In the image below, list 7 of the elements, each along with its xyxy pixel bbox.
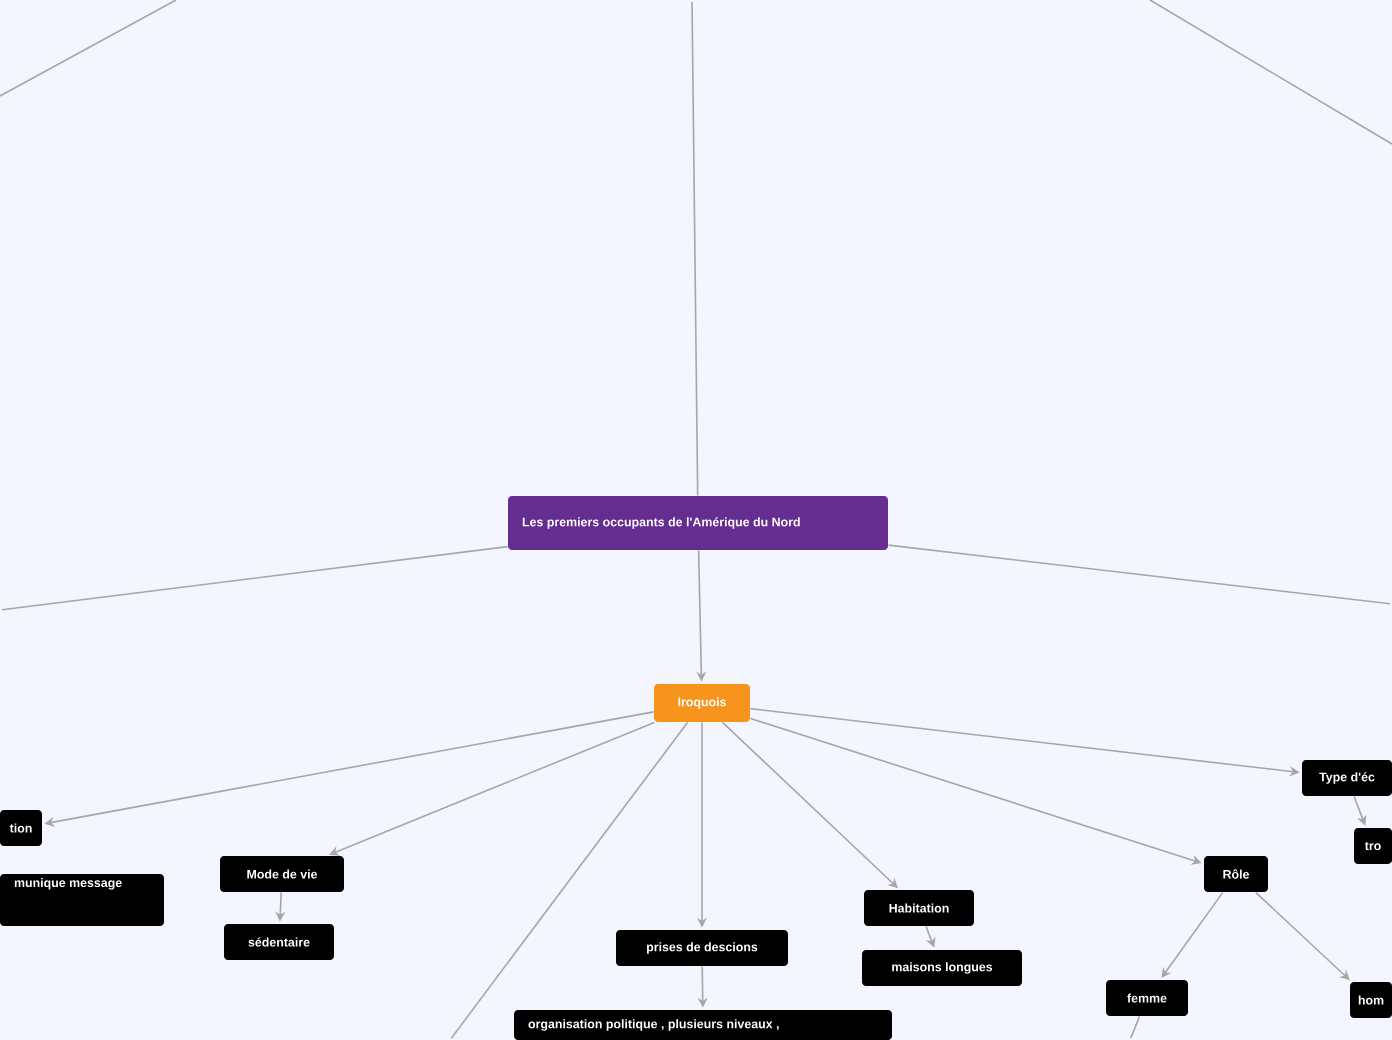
arrow xyxy=(1161,891,1224,978)
connector-line xyxy=(1,545,509,611)
connector-line xyxy=(691,1,699,497)
arrow xyxy=(329,721,656,856)
connector-line xyxy=(450,721,689,1040)
connector-line xyxy=(1129,1015,1141,1039)
connector-line xyxy=(887,544,1391,605)
